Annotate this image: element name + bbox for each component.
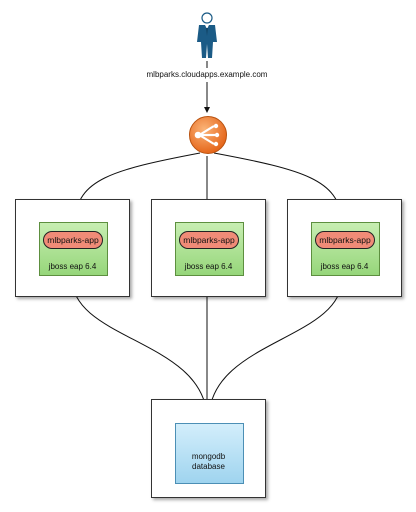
runtime-label-1: jboss eap 6.4 [48, 262, 97, 271]
app-pill-1: mlbparks-app [43, 231, 103, 249]
runtime-label-3: jboss eap 6.4 [320, 262, 369, 271]
user-icon [197, 12, 217, 58]
route-hostname: mlbparks.cloudapps.example.com [146, 70, 268, 79]
database-label-line1: mongodb [191, 452, 226, 461]
node3-to-db-arrow [206, 276, 343, 419]
node1-to-db-arrow [71, 276, 210, 419]
app-pill-3: mlbparks-app [315, 231, 375, 249]
database-box [175, 423, 244, 484]
load-balancer-icon [189, 116, 227, 154]
runtime-label-2: jboss eap 6.4 [184, 262, 233, 271]
app-pill-2: mlbparks-app [179, 231, 239, 249]
database-label-line2: database [192, 462, 225, 471]
